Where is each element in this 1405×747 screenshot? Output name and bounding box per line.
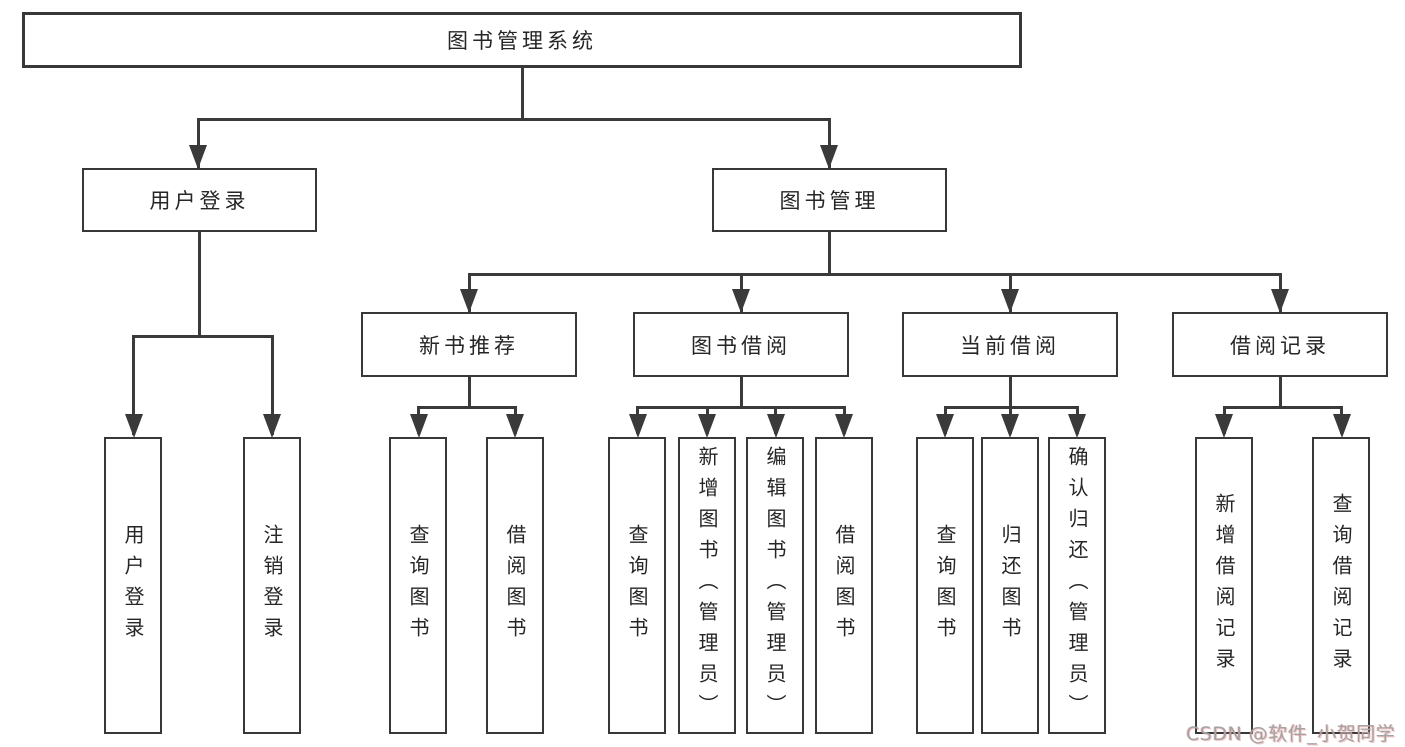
leaf-query-borrow-record: 查询借阅记录 (1312, 437, 1370, 734)
node-label: 图书借阅 (691, 333, 791, 358)
leaf-confirm-return-admin: 确认归还（管理员） (1048, 437, 1106, 734)
arrowhead-icon (124, 414, 143, 438)
arrowhead-icon (820, 145, 838, 169)
leaf-edit-book-admin: 编辑图书（管理员） (746, 437, 804, 734)
arrowhead-icon (1332, 414, 1351, 438)
arrowhead-icon (460, 289, 478, 313)
leaf-add-book-admin: 新增图书（管理员） (678, 437, 736, 734)
node-current-borrowing: 当前借阅 (902, 312, 1118, 377)
node-borrowing-records: 借阅记录 (1172, 312, 1388, 377)
node-label: 编辑图书（管理员） (763, 446, 787, 725)
node-label: 查询图书 (625, 523, 649, 648)
leaf-query-books-current: 查询图书 (916, 437, 974, 734)
leaf-query-books-recommend: 查询图书 (389, 437, 447, 734)
arrowhead-icon (835, 414, 853, 438)
arrowhead-icon (936, 414, 954, 438)
arrowhead-icon (766, 414, 785, 438)
leaf-borrow-books-recommend: 借阅图书 (486, 437, 544, 734)
edge-book-management-stem (827, 232, 831, 275)
arrowhead-icon (698, 414, 716, 438)
node-label: 新书推荐 (419, 333, 519, 358)
edge-user-login-stem (197, 232, 201, 337)
edge-records-stem (1278, 377, 1282, 408)
node-label: 用户登录 (121, 523, 145, 648)
arrowhead-icon (1068, 414, 1086, 438)
node-book-borrowing: 图书借阅 (633, 312, 849, 377)
node-new-book-recommendation: 新书推荐 (361, 312, 577, 377)
node-label: 用户登录 (149, 189, 250, 213)
node-label: 注销登录 (260, 523, 284, 648)
edge-user-login-branch-line (132, 335, 274, 338)
arrowhead-icon (1271, 289, 1289, 313)
arrowhead-icon (409, 414, 428, 438)
arrowhead-icon (732, 289, 750, 313)
node-label: 新增借阅记录 (1212, 492, 1236, 679)
node-label: 查询借阅记录 (1329, 492, 1353, 679)
leaf-add-borrow-record: 新增借阅记录 (1195, 437, 1253, 734)
leaf-query-books-borrowing: 查询图书 (608, 437, 666, 734)
leaf-user-login: 用户登录 (104, 437, 162, 734)
node-label: 查询图书 (933, 523, 957, 648)
node-label: 借阅记录 (1230, 333, 1330, 358)
arrowhead-icon (1001, 289, 1019, 313)
node-label: 当前借阅 (960, 333, 1060, 358)
node-label: 查询图书 (406, 523, 430, 648)
edge-current-stem (1008, 377, 1012, 408)
arrowhead-icon (506, 414, 524, 438)
watermark-text: CSDN @软件_小贺同学 (1186, 723, 1396, 745)
edge-to-leaf-logout (270, 335, 274, 435)
node-book-management: 图书管理 (712, 168, 947, 232)
leaf-return-books: 归还图书 (981, 437, 1039, 734)
arrowhead-icon (189, 145, 207, 169)
node-user-login: 用户登录 (82, 168, 317, 232)
edge-recommendation-stem (467, 377, 471, 408)
edge-borrowing-branch-line (636, 406, 846, 409)
leaf-borrow-books: 借阅图书 (815, 437, 873, 734)
arrowhead-icon (1001, 414, 1019, 438)
edge-borrowing-stem (739, 377, 743, 408)
node-library-management-system: 图书管理系统 (22, 12, 1022, 68)
leaf-logout: 注销登录 (243, 437, 301, 734)
node-label: 借阅图书 (832, 523, 856, 648)
edge-to-book-management (827, 118, 831, 168)
edge-recommendation-branch-line (417, 406, 517, 409)
node-label: 归还图书 (998, 523, 1022, 648)
edge-level2-branch-line (196, 118, 831, 121)
arrowhead-icon (263, 414, 281, 438)
node-label: 确认归还（管理员） (1065, 446, 1089, 725)
node-label: 新增图书（管理员） (695, 446, 719, 725)
node-label: 借阅图书 (503, 523, 527, 648)
edge-records-branch-line (1222, 406, 1343, 409)
node-label: 图书管理 (779, 189, 880, 213)
node-label: 图书管理系统 (447, 29, 597, 53)
arrowhead-icon (1215, 414, 1233, 438)
arrowhead-icon (628, 414, 647, 438)
edge-to-user-login (196, 118, 200, 168)
edge-level3-branch-line (467, 273, 1282, 276)
edge-root-stem (520, 68, 524, 120)
edge-to-leaf-user-login (132, 335, 135, 435)
